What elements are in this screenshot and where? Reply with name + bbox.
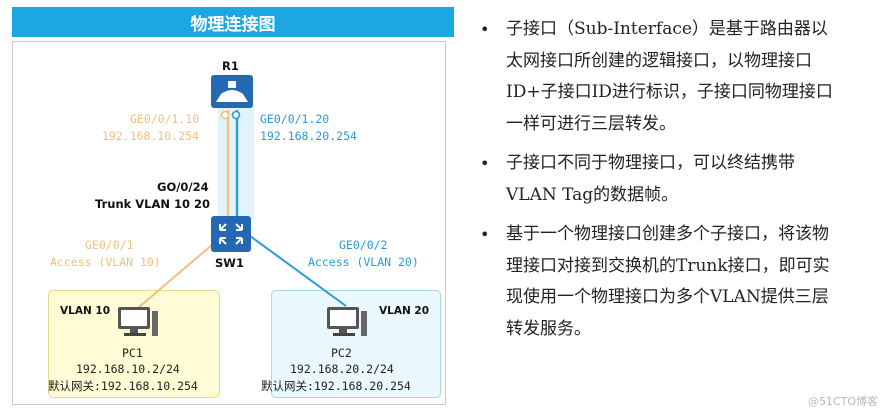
pc2-vlan-label: VLAN 20 xyxy=(379,305,429,317)
pc1-computer-icon xyxy=(118,307,158,336)
pc1-gateway: 默认网关:192.168.10.254 xyxy=(48,379,198,393)
router-subinterface-10-ip: 192.168.10.254 xyxy=(102,129,199,143)
pc2-ip: 192.168.20.2/24 xyxy=(290,362,394,376)
vlan10-port-dot xyxy=(220,110,230,120)
switch-icon xyxy=(211,216,251,252)
bullet-item-subinterface: 子接口（Sub-Interface）是基于路由器以太网接口所创建的逻辑接口，以物… xyxy=(478,14,838,140)
bullet-list: 子接口（Sub-Interface）是基于路由器以太网接口所创建的逻辑接口，以物… xyxy=(478,14,838,353)
diagram-frame xyxy=(12,41,446,405)
pc1-ip: 192.168.10.2/24 xyxy=(76,362,180,376)
trunk-vlan-label: Trunk VLAN 10 20 xyxy=(95,197,211,211)
pc1-name: PC1 xyxy=(122,346,143,360)
pc1-access-line xyxy=(137,237,221,309)
bullet-item-trunk: 基于一个物理接口创建多个子接口，将该物理接口对接到交换机的Trunk接口，即可实… xyxy=(478,219,838,345)
router-name: R1 xyxy=(222,59,239,73)
router-subinterface-20: GE0/0/1.20 xyxy=(260,112,330,126)
trunk-interface: GO/0/24 xyxy=(157,180,209,194)
router-subinterface-20-ip: 192.168.20.254 xyxy=(260,129,357,143)
diagram-title: 物理连接图 xyxy=(12,7,454,37)
pc2-gateway: 默认网关:192.168.20.254 xyxy=(261,379,411,393)
access-port-2-mode: Access (VLAN 20) xyxy=(308,255,419,269)
pc1-vlan-label: VLAN 10 xyxy=(60,305,110,317)
access-port-1-mode: Access (VLAN 10) xyxy=(50,255,161,269)
vlan20-port-dot xyxy=(231,110,241,120)
pc2-name: PC2 xyxy=(331,346,352,360)
access-port-1: GE0/0/1 xyxy=(85,238,134,252)
pc2-access-line xyxy=(249,235,347,307)
router-subinterface-10: GE0/0/1.10 xyxy=(130,112,200,126)
pc2-computer-icon xyxy=(327,307,367,336)
router-icon xyxy=(211,75,253,108)
watermark: @51CTO博客 xyxy=(807,395,878,408)
access-port-2: GE0/0/2 xyxy=(339,238,388,252)
switch-name: SW1 xyxy=(215,256,244,270)
bullet-item-vlan-tag: 子接口不同于物理接口，可以终结携带VLAN Tag的数据帧。 xyxy=(478,148,838,211)
